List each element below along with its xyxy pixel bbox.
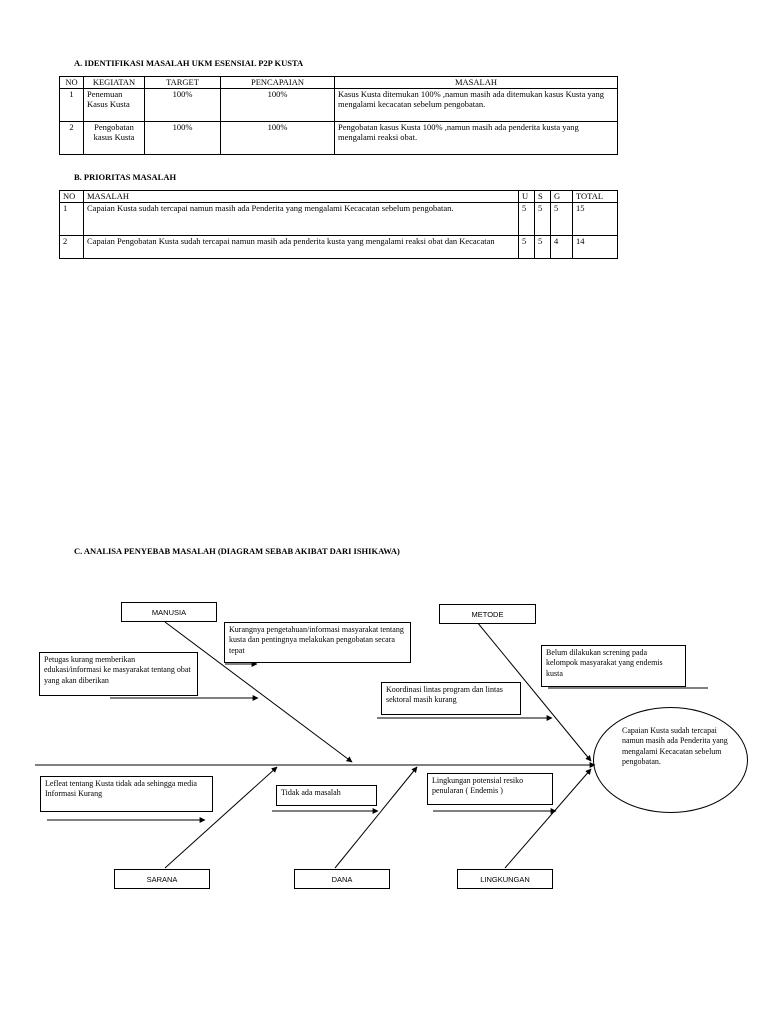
cell-no: 2: [59, 234, 84, 259]
bone-lingkungan: [504, 768, 592, 869]
table-row: 2 Capaian Pengobatan Kusta sudah tercapa…: [59, 234, 618, 259]
cell-no: 1: [59, 201, 84, 236]
cell-masalah: Kasus Kusta ditemukan 100% ,namun masih …: [334, 87, 618, 122]
category-metode: METODE: [439, 604, 536, 624]
cell-target: 100%: [144, 87, 221, 122]
category-dana: DANA: [294, 869, 390, 889]
cause-lingkungan-1: Lingkungan potensial resiko penularan ( …: [427, 773, 553, 805]
cell-total: 14: [572, 234, 618, 259]
cause-manusia-1: Kurangnya pengetahuan/informasi masyarak…: [224, 622, 411, 663]
cell-kegiatan: Pengobatan kasus Kusta: [83, 120, 145, 155]
problem-priority-table: NO MASALAH U S G TOTAL 1 Capaian Kusta s…: [59, 190, 618, 259]
cell-no: 2: [59, 120, 84, 155]
cell-total: 15: [572, 201, 618, 236]
table-header-row: NO MASALAH U S G TOTAL: [59, 190, 618, 203]
bone-dana: [334, 766, 418, 869]
cause-manusia-2: Petugas kurang memberikan edukasi/inform…: [39, 652, 198, 696]
cell-kegiatan: Penemuan Kasus Kusta: [83, 87, 145, 122]
section-a-heading: A. IDENTIFIKASI MASALAH UKM ESENSIAL P2P…: [74, 58, 304, 68]
cause-metode-1: Belum dilakukan screning pada kelompok m…: [541, 645, 686, 687]
effect-ellipse: [593, 707, 748, 813]
category-manusia: MANUSIA: [121, 602, 217, 622]
effect-text: Capaian Kusta sudah tercapai namun masih…: [622, 726, 728, 767]
bone-sarana: [164, 766, 278, 869]
cause-metode-2: Koordinasi lintas program dan lintas sek…: [381, 682, 521, 715]
bone-manusia: [164, 621, 353, 763]
cell-masalah: Pengobatan kasus Kusta 100% ,namun masih…: [334, 120, 618, 155]
section-b-heading: B. PRIORITAS MASALAH: [74, 172, 177, 182]
cause-sarana-1: Lefleat tentang Kusta tidak ada sehingga…: [40, 776, 213, 812]
bone-metode: [476, 621, 592, 762]
table-row: 2 Pengobatan kasus Kusta 100% 100% Pengo…: [59, 120, 618, 155]
cell-target: 100%: [144, 120, 221, 155]
table-row: 1 Capaian Kusta sudah tercapai namun mas…: [59, 201, 618, 236]
cause-dana-1: Tidak ada masalah: [276, 785, 377, 806]
cell-pencapaian: 100%: [220, 120, 335, 155]
section-c-heading: C. ANALISA PENYEBAB MASALAH (DIAGRAM SEB…: [74, 546, 400, 556]
category-lingkungan: LINGKUNGAN: [457, 869, 553, 889]
problem-identification-table: NO KEGIATAN TARGET PENCAPAIAN MASALAH 1 …: [59, 76, 618, 155]
category-sarana: SARANA: [114, 869, 210, 889]
table-row: 1 Penemuan Kasus Kusta 100% 100% Kasus K…: [59, 87, 618, 122]
cell-masalah: Capaian Pengobatan Kusta sudah tercapai …: [83, 234, 519, 259]
